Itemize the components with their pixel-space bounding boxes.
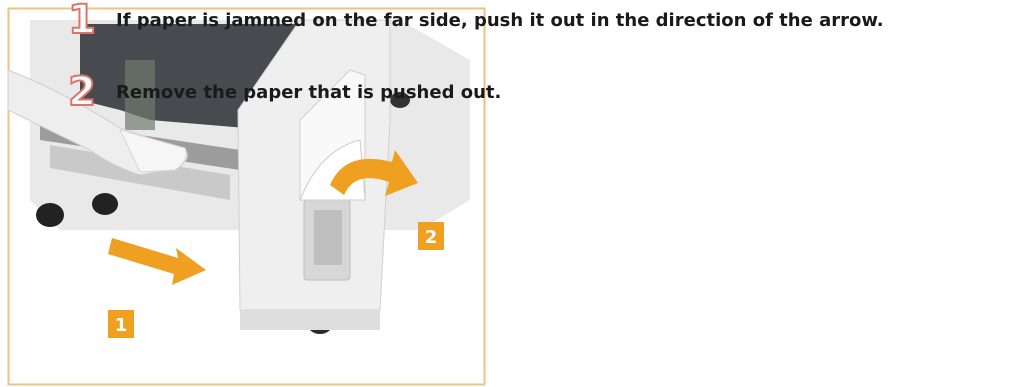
step-text: If paper is jammed on the far side, push… [116, 10, 884, 31]
svg-text:2: 2 [425, 227, 438, 248]
printer-illustration: 1 2 [0, 0, 488, 387]
step-1: 1 If paper is jammed on the far side, pu… [54, 0, 884, 40]
step-text: Remove the paper that is pushed out. [116, 82, 501, 103]
svg-text:1: 1 [115, 315, 128, 336]
step-number: 1 [54, 0, 110, 40]
step-number: 2 [54, 72, 110, 112]
callout-2-badge: 2 [418, 222, 444, 250]
step-2: 2 Remove the paper that is pushed out. [54, 72, 501, 112]
callout-1-badge: 1 [108, 310, 134, 338]
